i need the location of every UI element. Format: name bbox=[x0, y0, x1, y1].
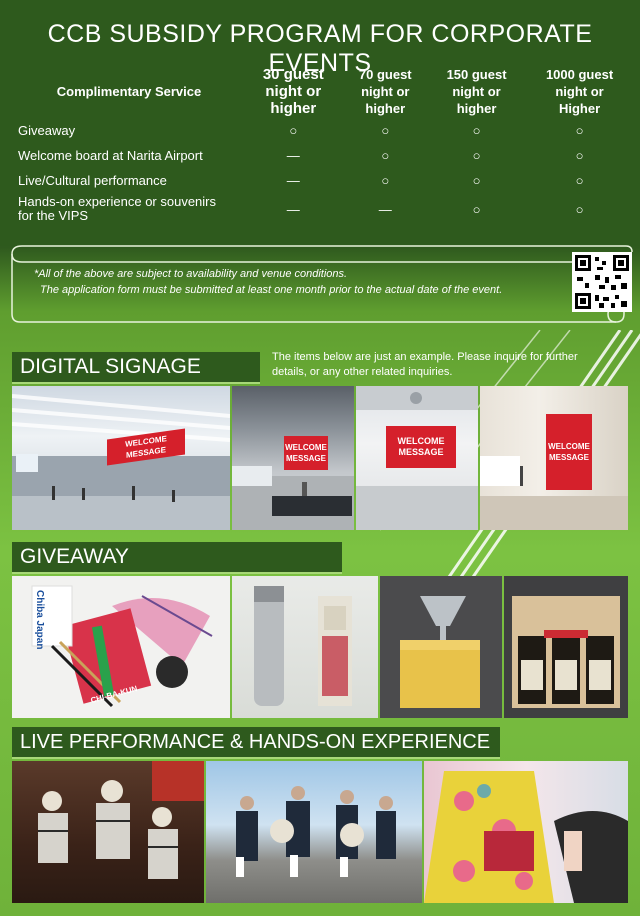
photo-sake-box bbox=[504, 576, 628, 718]
row-label: Hands-on experience or souvenirs for the… bbox=[18, 194, 216, 223]
qr-code[interactable] bbox=[572, 252, 632, 312]
photo-airport-hall: WELCOME MESSAGE bbox=[12, 386, 230, 530]
row-mark: ○ bbox=[575, 148, 584, 163]
table-row: Hands-on experience or souvenirs for the… bbox=[14, 193, 634, 225]
tier-header: 150 guest night or higher bbox=[446, 66, 507, 116]
section-live-performance: LIVE PERFORMANCE & HANDS-ON EXPERIENCE bbox=[12, 727, 500, 759]
page-title: CCB SUBSIDY PROGRAM FOR CORPORATE EVENTS bbox=[47, 20, 593, 77]
giveaway-photos: Chiba Japan CHI-BA-KUN bbox=[12, 576, 628, 718]
row-mark: — bbox=[378, 201, 392, 217]
row-mark: ○ bbox=[472, 173, 481, 188]
row-mark: ○ bbox=[575, 123, 584, 138]
row-label: Giveaway bbox=[18, 122, 76, 138]
photo-bottles bbox=[232, 576, 378, 718]
row-mark: ○ bbox=[381, 123, 390, 138]
row-mark: ○ bbox=[381, 148, 390, 163]
row-mark: — bbox=[286, 148, 300, 163]
row-mark: — bbox=[286, 201, 300, 217]
row-mark: ○ bbox=[289, 123, 298, 138]
photo-gift-set: Chiba Japan CHI-BA-KUN bbox=[12, 576, 230, 718]
header-panel bbox=[0, 0, 640, 246]
row-mark: ○ bbox=[472, 201, 481, 217]
qr-code-icon bbox=[575, 255, 629, 309]
table-row: Live/Cultural performance — ○ ○ ○ bbox=[14, 168, 634, 193]
tier-header: 30 guest night or higher bbox=[262, 65, 324, 117]
notice-scroll: *All of the above are subject to availab… bbox=[4, 238, 636, 324]
photo-sake-glass bbox=[380, 576, 502, 718]
scroll-frame bbox=[11, 245, 633, 323]
row-mark: ○ bbox=[472, 123, 481, 138]
performance-photos bbox=[12, 761, 632, 903]
row-mark: ○ bbox=[381, 173, 390, 188]
row-label: Live/Cultural performance bbox=[18, 172, 167, 188]
photo-kimono-experience bbox=[424, 761, 628, 903]
row-mark: — bbox=[286, 173, 300, 188]
service-header: Complimentary Service bbox=[56, 83, 202, 99]
photo-festival-dancers bbox=[12, 761, 204, 903]
row-mark: ○ bbox=[575, 173, 584, 188]
service-table: Complimentary Service 30 guest night or … bbox=[14, 64, 634, 225]
row-label: Welcome board at Narita Airport bbox=[18, 147, 203, 163]
tier-header: 1000 guest night or Higher bbox=[545, 66, 614, 116]
photo-taiko-drummers bbox=[206, 761, 422, 903]
bag-label: Chiba Japan bbox=[34, 590, 45, 650]
table-row: Giveaway ○ ○ ○ ○ bbox=[14, 118, 634, 143]
table-header-row: Complimentary Service 30 guest night or … bbox=[14, 64, 634, 118]
section-intro: The items below are just an example. Ple… bbox=[272, 351, 578, 378]
section-digital-signage: DIGITAL SIGNAGE bbox=[12, 352, 260, 384]
row-mark: ○ bbox=[472, 148, 481, 163]
tier-header: 70 guest night or higher bbox=[358, 66, 412, 116]
table-row: Welcome board at Narita Airport — ○ ○ ○ bbox=[14, 143, 634, 168]
section-giveaway: GIVEAWAY bbox=[12, 542, 342, 574]
row-mark: ○ bbox=[575, 201, 584, 217]
notice-text: *All of the above are subject to availab… bbox=[34, 268, 503, 296]
